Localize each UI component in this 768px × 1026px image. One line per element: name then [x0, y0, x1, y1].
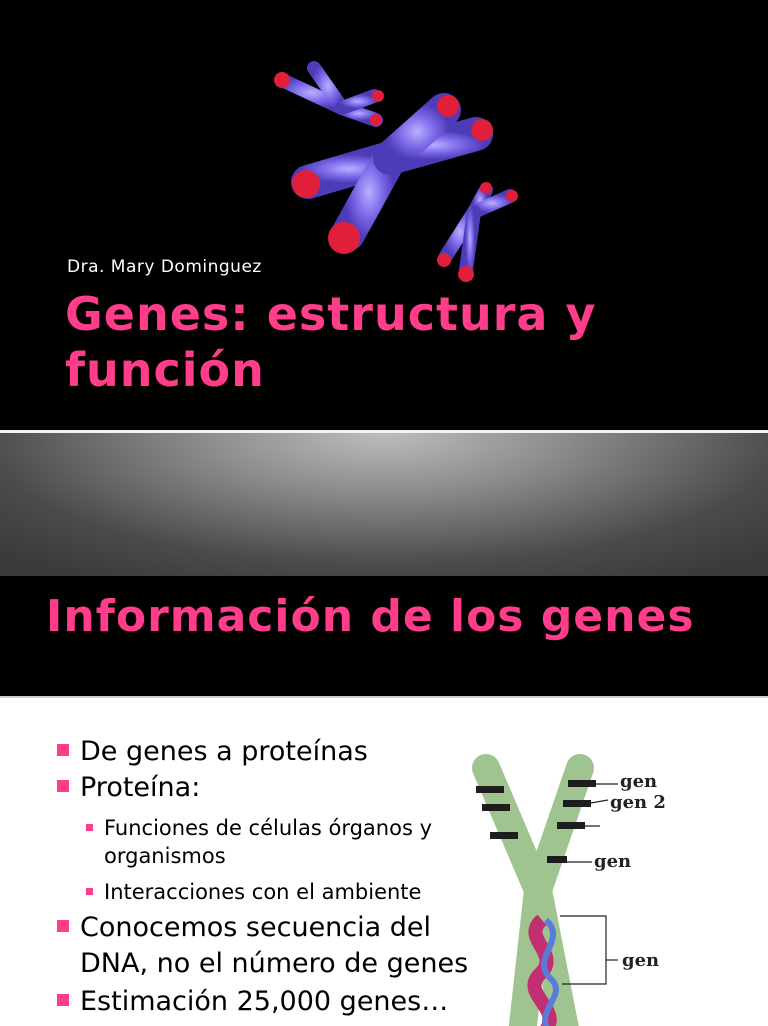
bullet-item: Proteína:	[80, 772, 201, 803]
bullet-item: De genes a proteínas	[80, 736, 368, 767]
slide-2-title: Información de los genes	[46, 591, 695, 642]
sub-bullet-marker	[86, 888, 93, 895]
bullet-marker	[57, 920, 69, 932]
author-name: Dra. Mary Dominguez	[67, 257, 262, 277]
bullet-marker	[57, 780, 69, 792]
bullet-item-line2: DNA, no el número de genes	[80, 948, 469, 979]
diagram-label-gen-2: gen 2	[610, 792, 666, 813]
diagram-label-gen-b: gen	[594, 851, 631, 872]
diagram-label-gen-c: gen	[622, 950, 659, 971]
sub-bullet-item-line2: organismos	[104, 844, 226, 868]
sub-bullet-item: Interacciones con el ambiente	[104, 880, 422, 904]
bullet-marker	[57, 744, 69, 756]
chromosome-gene-diagram-icon: gen gen 2 gen gen	[472, 754, 666, 1026]
slide-title: Genes: estructura y función	[65, 287, 597, 397]
sub-bullet-item: Funciones de células órganos y	[104, 816, 432, 840]
slide-divider	[0, 430, 768, 579]
sub-bullet-marker	[86, 824, 93, 831]
bullet-item: Conocemos secuencia del	[80, 912, 432, 943]
bullet-marker	[57, 994, 69, 1006]
chromosome-illustration-icon	[274, 61, 518, 282]
slide-2-header: Información de los genes	[0, 576, 768, 696]
slide-2-body: gen gen 2 gen gen De genes a proteínas P…	[0, 696, 768, 1026]
title-slide: Dra. Mary Dominguez Genes: estructura y …	[0, 0, 768, 430]
diagram-label-gen: gen	[620, 771, 657, 792]
bullet-item: Estimación 25,000 genes…	[80, 986, 449, 1017]
